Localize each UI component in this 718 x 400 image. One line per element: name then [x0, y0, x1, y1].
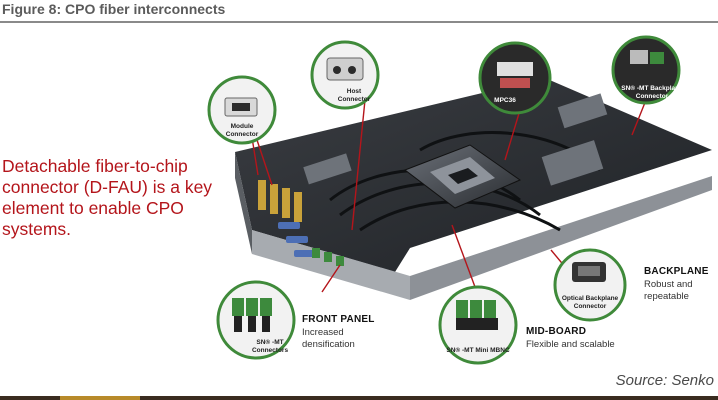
- footer-bar: [0, 396, 718, 400]
- bubble-sn-mt-minimbnc: SN® -MT Mini MBNC: [438, 285, 518, 365]
- svg-text:Connector: Connector: [226, 131, 259, 138]
- svg-text:MPC36: MPC36: [494, 97, 516, 104]
- svg-text:Connectors: Connectors: [252, 347, 289, 354]
- svg-text:Connector: Connector: [574, 303, 607, 310]
- svg-text:Optical Backplane: Optical Backplane: [562, 295, 619, 302]
- dfau-callout: Detachable fiber-to-chip connector (D-FA…: [2, 156, 213, 239]
- bubble-sn-mt-backplane: SN® -MT Backplane Connector: [611, 35, 683, 105]
- mid-board-desc: Flexible and scalable: [526, 339, 615, 350]
- bubble-sn-mt-connectors: SN® -MT Connectors: [216, 280, 296, 360]
- bubble-module-connector: Module Connector: [207, 75, 277, 145]
- bubble-optical-backplane: Optical Backplane Connector: [553, 248, 627, 322]
- figure-title: Figure 8: CPO fiber interconnects: [2, 1, 226, 17]
- svg-text:SN® -MT Backplane: SN® -MT Backplane: [621, 84, 683, 92]
- svg-text:Connector: Connector: [338, 96, 371, 103]
- front-panel-label: FRONT PANEL: [302, 314, 375, 325]
- svg-text:Host: Host: [347, 88, 362, 95]
- bubble-mpc36: MPC36: [478, 41, 552, 115]
- label-module-connector: Module: [231, 123, 254, 130]
- server-chassis: [235, 78, 712, 300]
- source-credit: Source: Senko: [615, 372, 714, 389]
- svg-text:SN® -MT Mini MBNC: SN® -MT Mini MBNC: [446, 346, 510, 354]
- svg-text:SN® -MT: SN® -MT: [256, 338, 283, 346]
- bubble-host-connector: Host Connector: [310, 40, 380, 110]
- footer-accent: [60, 396, 140, 400]
- backplane-desc: Robust and repeatable: [644, 279, 693, 302]
- title-divider: [0, 21, 718, 23]
- mid-board-label: MID-BOARD: [526, 326, 587, 337]
- backplane-label: BACKPLANE: [644, 266, 709, 277]
- front-panel-desc: Increased densification: [302, 327, 355, 350]
- svg-text:Connector: Connector: [636, 93, 669, 100]
